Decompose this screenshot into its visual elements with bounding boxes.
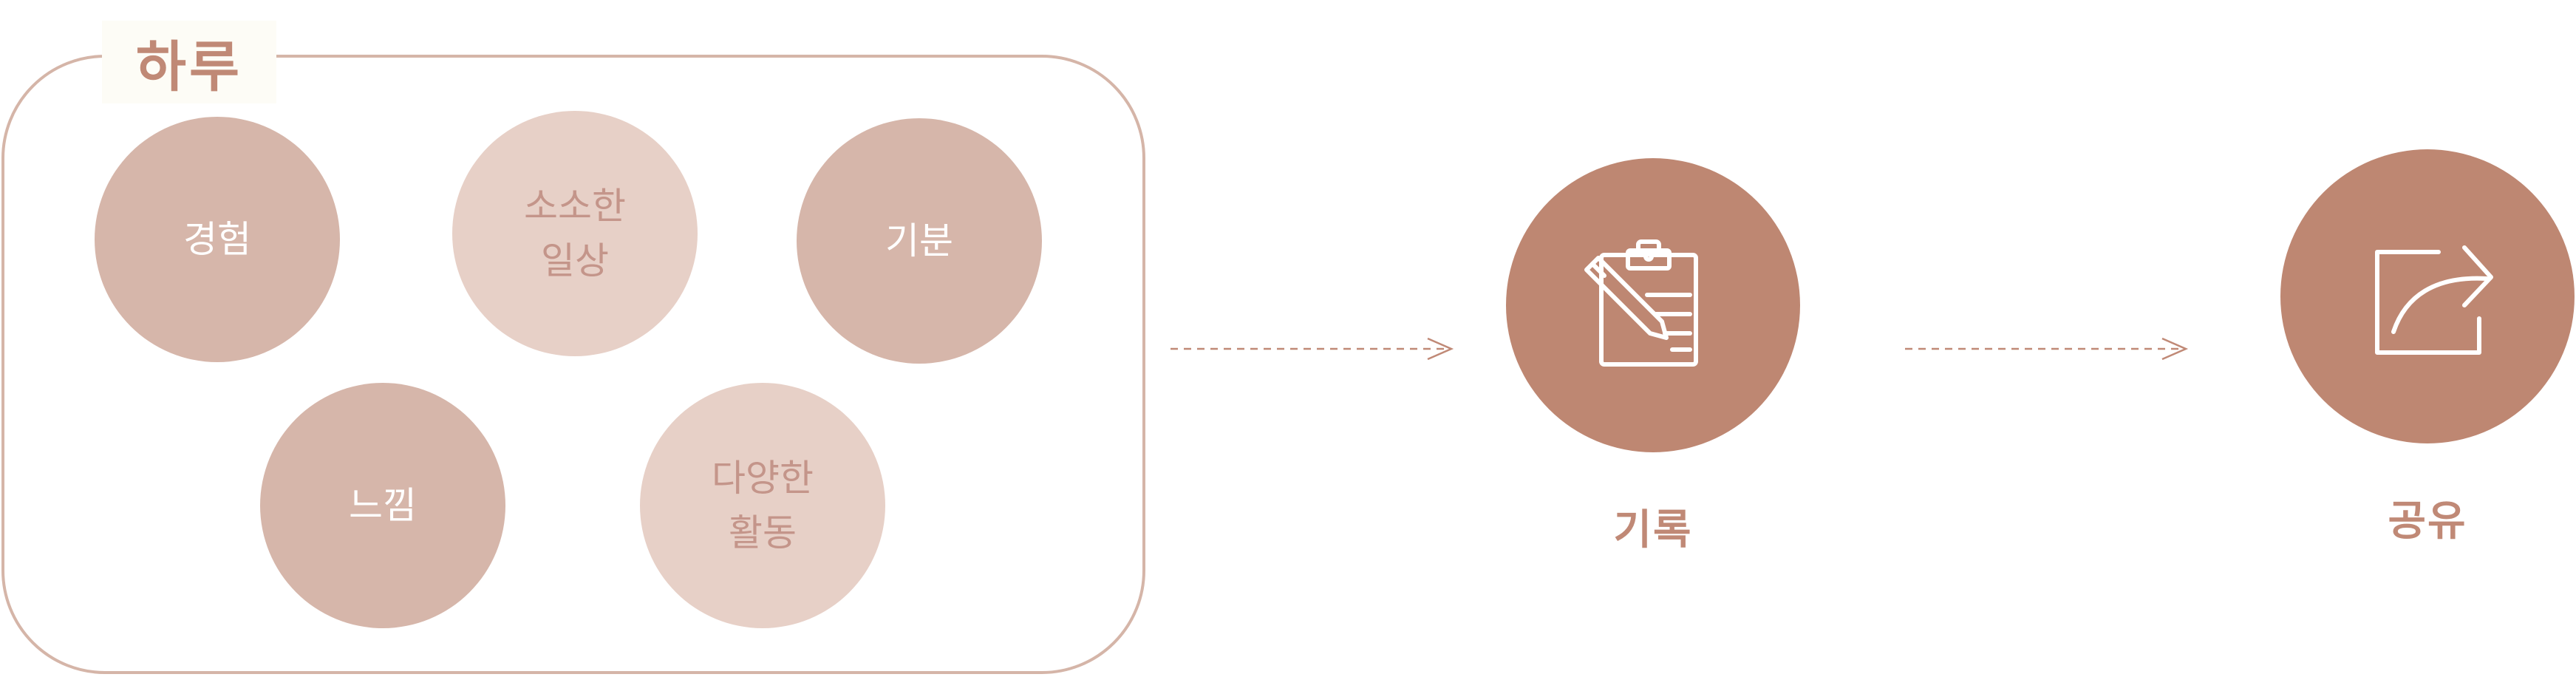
circle-activities: 다양한 활동 — [640, 383, 885, 628]
record-label: 기록 — [1613, 506, 1693, 554]
circle-label: 다양한 — [712, 457, 814, 500]
circle-label: 소소한 — [524, 185, 626, 228]
circle-experience: 경험 — [95, 117, 340, 362]
share-label: 공유 — [2388, 497, 2467, 545]
group-title: 하루 — [102, 21, 276, 103]
circle-mood: 기분 — [797, 118, 1042, 364]
share-circle — [2280, 149, 2575, 443]
circle-label: 기분 — [885, 220, 953, 262]
share-icon — [2375, 245, 2493, 355]
circle-label: 느낌 — [349, 484, 417, 527]
clipboard-pencil-icon — [1584, 239, 1698, 367]
day-group-frame — [1, 55, 1145, 674]
dashed-arrow-2 — [1905, 337, 2189, 361]
circle-small-daily: 소소한 일상 — [452, 111, 698, 356]
circle-label: 일상 — [541, 239, 609, 282]
dashed-arrow-1 — [1171, 337, 1454, 361]
circle-label: 경험 — [183, 218, 251, 261]
circle-label: 활동 — [729, 511, 797, 554]
circle-feeling: 느낌 — [260, 383, 505, 628]
record-circle — [1506, 158, 1800, 452]
